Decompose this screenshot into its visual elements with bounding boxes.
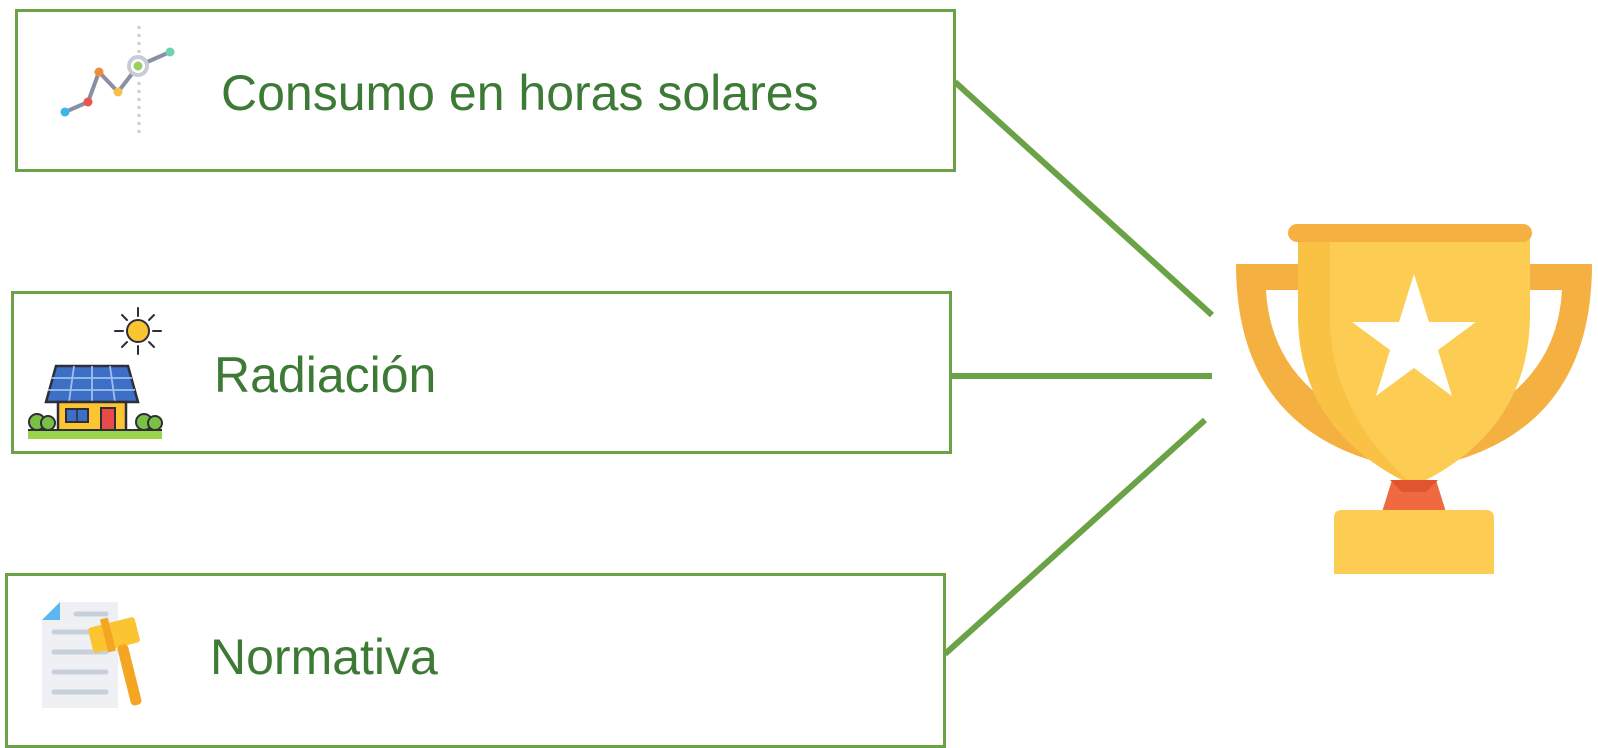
factor-label-normativa: Normativa bbox=[210, 629, 438, 685]
solar-house-icon bbox=[26, 306, 166, 451]
document-gavel-icon bbox=[38, 596, 158, 721]
connector-line-1 bbox=[952, 79, 1215, 318]
factor-box-radiacion: Radiación bbox=[11, 291, 952, 454]
line-chart-icon bbox=[58, 26, 178, 146]
trophy-icon bbox=[1236, 224, 1592, 574]
factor-label-radiacion: Radiación bbox=[214, 347, 437, 403]
factor-label-consumo: Consumo en horas solares bbox=[221, 65, 819, 121]
connector-line-3 bbox=[942, 417, 1208, 657]
factor-box-normativa: Normativa bbox=[5, 573, 946, 748]
factor-box-consumo: Consumo en horas solares bbox=[15, 9, 956, 172]
